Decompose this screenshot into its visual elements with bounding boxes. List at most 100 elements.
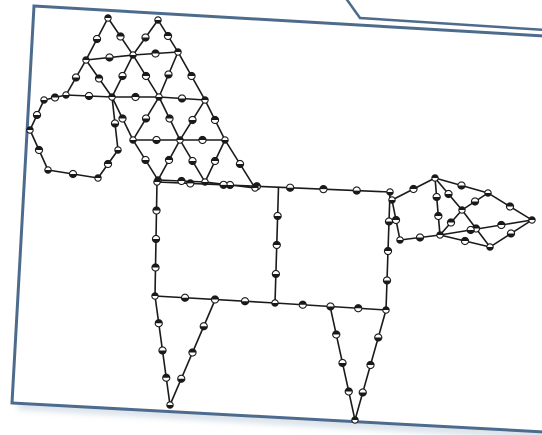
connector-joint-51 <box>384 247 391 254</box>
connector-joint-23 <box>165 156 172 163</box>
connector-joint-65 <box>410 185 417 192</box>
connector-joint-69 <box>461 237 468 244</box>
connector-joint-84 <box>155 17 161 23</box>
connector-joint-77 <box>447 219 454 226</box>
connector-joint-54 <box>159 347 166 354</box>
connector-joint-78 <box>467 226 474 233</box>
connector-joint-63 <box>367 361 374 368</box>
connector-joint-117 <box>459 207 465 213</box>
connector-joint-98 <box>41 97 47 103</box>
connector-joint-64 <box>375 334 382 341</box>
connector-joint-103 <box>154 179 160 185</box>
connector-joint-19 <box>211 116 218 123</box>
connector-joint-83 <box>105 15 111 21</box>
connector-joint-109 <box>352 417 358 423</box>
connector-joint-110 <box>389 197 395 203</box>
connector-joint-48 <box>327 303 334 310</box>
connector-joint-112 <box>485 190 491 196</box>
connector-joint-73 <box>435 212 442 219</box>
connector-joint-13 <box>132 93 139 100</box>
connector-joint-62 <box>359 389 366 396</box>
connector-joint-36 <box>220 181 227 188</box>
connector-joint-44 <box>181 294 188 301</box>
connector-joint-41 <box>153 207 160 214</box>
connector-joint-2 <box>142 34 149 41</box>
connector-joint-27 <box>178 177 185 184</box>
connector-joint-105 <box>152 293 158 299</box>
connector-joint-4 <box>72 74 79 81</box>
connector-joint-92 <box>130 137 136 143</box>
connector-joint-88 <box>63 92 69 98</box>
connector-joint-46 <box>241 298 248 305</box>
connector-joint-18 <box>189 116 196 123</box>
connector-joint-35 <box>187 180 194 187</box>
connector-joint-87 <box>175 49 181 55</box>
connector-joint-56 <box>178 375 185 382</box>
connector-joint-99 <box>27 127 33 133</box>
connector-joint-9 <box>188 72 195 79</box>
connector-joint-25 <box>211 157 218 164</box>
connector-joint-22 <box>142 156 149 163</box>
connector-joint-42 <box>152 235 159 242</box>
connector-joint-102 <box>115 147 121 153</box>
connector-joint-82 <box>272 270 279 277</box>
connector-joint-104 <box>387 189 393 195</box>
connector-joint-60 <box>339 359 346 366</box>
connector-joint-38 <box>287 184 294 191</box>
connector-joint-67 <box>506 203 513 210</box>
connector-joint-81 <box>273 241 280 248</box>
connector-joint-15 <box>119 115 126 122</box>
connector-joint-106 <box>272 300 278 306</box>
connector-joint-52 <box>385 218 392 225</box>
connector-joint-61 <box>345 388 352 395</box>
connector-joint-97 <box>252 185 258 191</box>
connector-joint-100 <box>45 167 51 173</box>
connector-joint-45 <box>211 296 218 303</box>
connector-joint-116 <box>397 237 403 243</box>
connector-joint-53 <box>155 320 162 327</box>
connector-joint-43 <box>152 264 159 271</box>
connector-joint-1 <box>117 33 124 40</box>
connector-joint-114 <box>487 244 493 250</box>
connector-joint-70 <box>416 234 423 241</box>
connector-joint-55 <box>163 374 170 381</box>
connector-joint-111 <box>432 175 438 181</box>
connector-joint-17 <box>166 115 173 122</box>
connector-joint-14 <box>178 95 185 102</box>
connector-joint-68 <box>507 230 514 237</box>
connector-joint-93 <box>177 137 183 143</box>
connector-joint-108 <box>167 402 173 408</box>
connector-joint-115 <box>437 232 443 238</box>
connector-joint-80 <box>274 212 281 219</box>
connector-joint-107 <box>383 307 389 313</box>
connector-joint-16 <box>142 115 149 122</box>
connector-joint-57 <box>189 349 196 356</box>
connector-joint-85 <box>83 57 89 63</box>
connector-joint-6 <box>119 72 126 79</box>
connector-joint-26 <box>236 160 243 167</box>
connector-joint-11 <box>152 50 159 57</box>
connector-joint-76 <box>445 190 452 197</box>
connector-joint-34 <box>111 120 118 127</box>
connector-joint-24 <box>189 157 196 164</box>
connector-joint-39 <box>320 186 327 193</box>
connector-joint-31 <box>35 146 42 153</box>
connector-joint-7 <box>142 72 149 79</box>
connector-joint-32 <box>69 170 76 177</box>
connector-joint-49 <box>355 305 362 312</box>
connector-joint-101 <box>95 175 101 181</box>
connector-joint-33 <box>104 160 111 167</box>
connector-joint-40 <box>353 187 360 194</box>
connector-joint-90 <box>156 94 162 100</box>
connector-joint-113 <box>529 217 535 223</box>
connector-joint-20 <box>153 136 160 143</box>
connector-joint-3 <box>164 32 171 39</box>
connector-joint-86 <box>130 52 136 58</box>
connector-joint-94 <box>222 137 228 143</box>
connector-joint-96 <box>202 179 208 185</box>
connector-joint-66 <box>458 182 465 189</box>
connector-joint-74 <box>471 198 478 205</box>
connector-joint-89 <box>109 94 115 100</box>
